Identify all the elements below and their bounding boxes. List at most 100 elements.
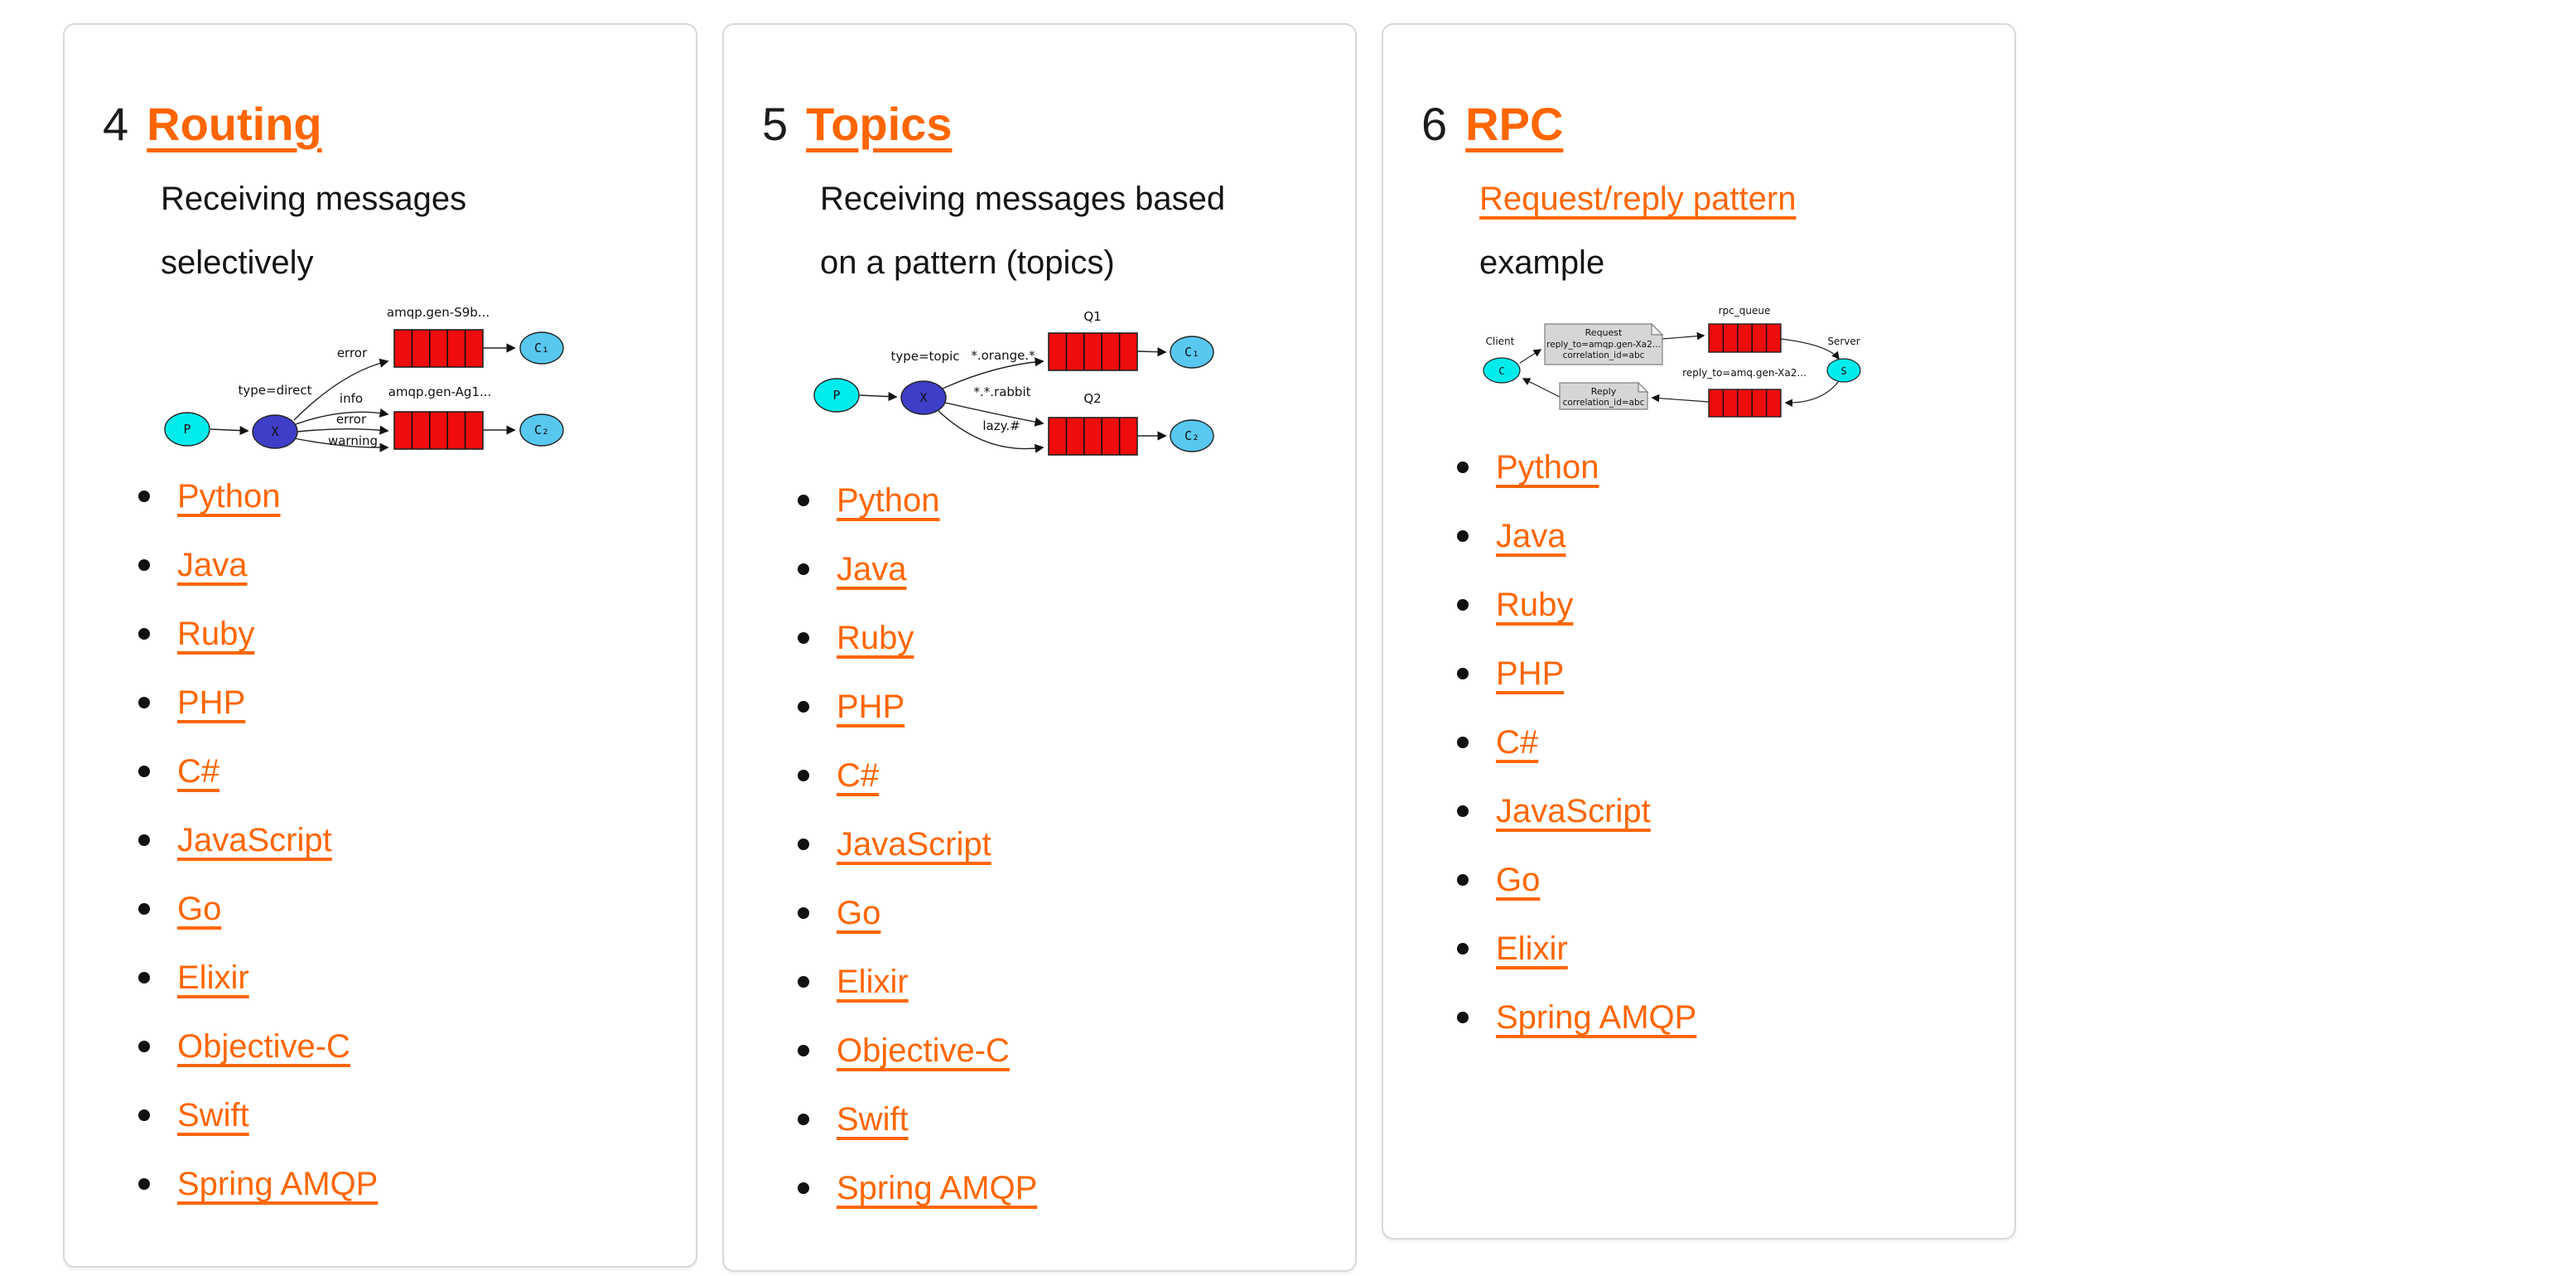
tutorial-description: Request/reply pattern example [1479, 167, 1907, 295]
server-label: Server [1827, 336, 1860, 347]
language-list-item: Ruby [138, 614, 666, 654]
binding-label: warning [328, 433, 378, 448]
language-list-item: Elixir [138, 958, 666, 998]
language-link[interactable]: C# [1496, 724, 1539, 761]
language-list: Python Java Ruby PHP C# JavaScript Go El… [1421, 447, 1985, 1037]
producer-node: P [164, 412, 210, 447]
language-link[interactable]: C# [177, 753, 220, 790]
language-list-item: Java [798, 549, 1325, 589]
language-link[interactable]: Objective-C [837, 1032, 1010, 1069]
tutorial-title-link[interactable]: Routing [147, 98, 322, 150]
language-link[interactable]: Python [1496, 449, 1599, 486]
language-list: Python Java Ruby PHP C# JavaScript Go El… [103, 476, 666, 1204]
language-list-item: Python [138, 476, 666, 516]
svg-text:correlation_id=abc: correlation_id=abc [1563, 398, 1645, 408]
consumer-node-2: C₂ [1170, 419, 1214, 452]
consumer-node-1: C₁ [519, 331, 564, 365]
language-link[interactable]: Go [1496, 862, 1541, 898]
language-list-item: Spring AMQP [138, 1164, 666, 1204]
language-link[interactable]: JavaScript [1496, 793, 1651, 829]
svg-text:reply_to=amqp.gen-Xa2...: reply_to=amqp.gen-Xa2... [1546, 340, 1661, 350]
language-link[interactable]: Go [177, 891, 222, 927]
language-link[interactable]: Python [837, 482, 940, 519]
svg-text:P: P [183, 422, 191, 437]
topic-exchange-diagram: type=topic *.orange.* *.*.rabbit lazy.# … [813, 309, 1214, 456]
svg-text:C₁: C₁ [534, 341, 549, 355]
language-link[interactable]: Elixir [1496, 930, 1568, 967]
tutorial-description: Receiving messages selectively [161, 181, 467, 281]
tutorial-number: 5 [762, 98, 789, 150]
language-list-item: Python [798, 481, 1325, 520]
tutorial-title-link[interactable]: Topics [806, 98, 953, 150]
language-link[interactable]: PHP [837, 689, 905, 725]
language-link[interactable]: PHP [177, 684, 246, 721]
rpc-queue [1708, 323, 1782, 353]
svg-text:X: X [919, 390, 927, 405]
language-list-item: Java [138, 545, 666, 585]
language-link[interactable]: Python [177, 478, 281, 515]
consumer-node-2: C₂ [519, 413, 564, 447]
diagram-edges [1519, 331, 1840, 407]
request-reply-pattern-link[interactable]: Request/reply pattern [1479, 181, 1797, 217]
exchange-node: X [252, 414, 298, 449]
binding-label: error [336, 412, 367, 427]
language-list-item: JavaScript [138, 820, 666, 860]
server-node: S [1826, 358, 1861, 383]
language-list-item: PHP [798, 687, 1325, 727]
language-link[interactable]: Spring AMQP [1496, 999, 1697, 1036]
language-list-item: Ruby [798, 618, 1325, 658]
language-link[interactable]: Java [177, 547, 248, 583]
svg-text:Request: Request [1585, 327, 1623, 338]
language-list-item: Objective-C [798, 1031, 1325, 1071]
queue-2 [393, 411, 484, 450]
language-list-item: JavaScript [798, 824, 1325, 864]
language-list-item: C# [798, 756, 1325, 795]
language-link[interactable]: Swift [837, 1101, 909, 1138]
language-link[interactable]: Java [1496, 518, 1566, 554]
svg-text:X: X [271, 424, 278, 439]
language-link[interactable]: C# [837, 757, 880, 794]
svg-text:Reply: Reply [1591, 386, 1617, 397]
language-list-item: Spring AMQP [798, 1168, 1325, 1208]
queue-name-label: rpc_queue [1719, 305, 1771, 317]
language-link[interactable]: Ruby [1496, 587, 1574, 623]
language-link[interactable]: Elixir [837, 964, 909, 1000]
queue-name-label: Q1 [1083, 309, 1101, 324]
language-link[interactable]: JavaScript [837, 826, 991, 863]
consumer-node-1: C₁ [1170, 336, 1214, 369]
language-list-item: Go [1457, 860, 1985, 900]
language-link[interactable]: Java [837, 551, 907, 587]
binding-label: *.*.rabbit [974, 384, 1031, 399]
svg-text:C₂: C₂ [1184, 428, 1199, 443]
language-link[interactable]: Elixir [177, 959, 249, 996]
reply-queue [1708, 389, 1782, 418]
queue-1 [1048, 332, 1138, 371]
request-note-box: Request reply_to=amqp.gen-Xa2... correla… [1544, 322, 1664, 365]
svg-text:C₂: C₂ [534, 423, 549, 437]
language-list-item: Spring AMQP [1457, 998, 1985, 1037]
language-link[interactable]: Spring AMQP [837, 1170, 1038, 1206]
language-list-item: Java [1457, 516, 1985, 556]
language-list-item: Objective-C [138, 1027, 666, 1066]
tutorial-title-link[interactable]: RPC [1465, 98, 1564, 150]
binding-label: *.orange.* [971, 348, 1035, 363]
language-link[interactable]: Ruby [837, 620, 914, 656]
language-list-item: Swift [798, 1100, 1325, 1139]
svg-text:P: P [832, 388, 840, 403]
card-heading: 5 Topics [762, 98, 1325, 151]
language-link[interactable]: Swift [177, 1097, 249, 1133]
reply-to-label: reply_to=amq.gen-Xa2... [1682, 367, 1807, 379]
language-link[interactable]: PHP [1496, 655, 1565, 692]
language-link[interactable]: JavaScript [177, 822, 332, 858]
language-link[interactable]: Go [837, 895, 881, 931]
queue-name-label: amqp.gen-S9b... [387, 305, 490, 320]
binding-label: lazy.# [982, 418, 1020, 433]
client-label: Client [1486, 336, 1515, 347]
language-list-item: Python [1457, 447, 1985, 487]
language-link[interactable]: Ruby [177, 616, 255, 652]
language-link[interactable]: Objective-C [177, 1028, 350, 1065]
language-link[interactable]: Spring AMQP [177, 1166, 379, 1202]
